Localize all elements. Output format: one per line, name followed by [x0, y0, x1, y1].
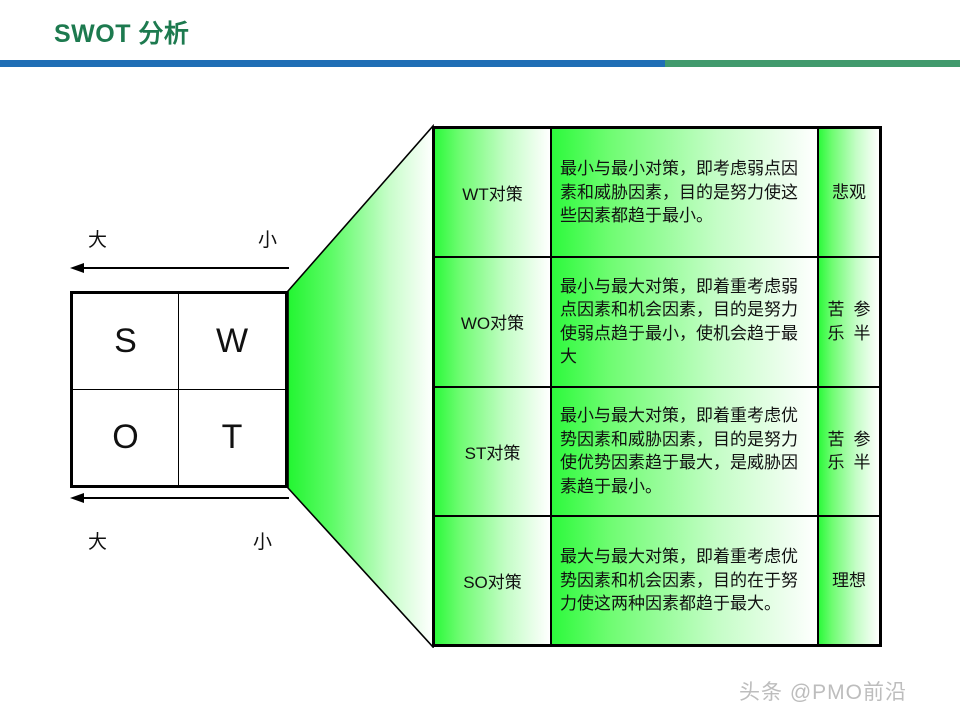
header-rule-green-segment: [665, 60, 960, 67]
strategy-name-so: SO对策: [435, 516, 552, 644]
strategy-name-st: ST对策: [435, 387, 552, 515]
strategy-name-wo: WO对策: [435, 258, 552, 386]
swot-cell-strengths: S: [73, 294, 179, 390]
strategy-verdict-so: 理想: [819, 516, 879, 644]
axis-arrow-bottom: [70, 492, 290, 504]
strategy-verdict-st: 苦乐 参半: [819, 387, 879, 515]
axis-bottom-label-small: 小: [253, 532, 273, 553]
table-row: ST对策 最小与最大对策，即着重考虑优势因素和威胁因素，目的是努力使优势因素趋于…: [435, 387, 879, 517]
axis-arrow-top: [70, 262, 290, 274]
strategy-description-wo: 最小与最大对策，即着重考虑弱点因素和机会因素，目的是努力使弱点趋于最小，使机会趋…: [552, 258, 819, 386]
swot-matrix: S W O T: [70, 291, 288, 488]
verdict-text-line2: 参半: [853, 300, 871, 343]
strategy-description-wt: 最小与最小对策，即考虑弱点因素和威胁因素，目的是努力使这些因素都趋于最小。: [552, 129, 819, 257]
verdict-text: 理想: [832, 570, 866, 590]
swot-cell-threats: T: [221, 417, 243, 456]
strategy-verdict-wt: 悲观: [819, 129, 879, 257]
funnel-connector: [286, 124, 434, 648]
swot-cell-opportunities: O: [73, 389, 179, 485]
axis-bottom-label-large: 大: [88, 532, 108, 553]
strategy-description-st: 最小与最大对策，即着重考虑优势因素和威胁因素，目的是努力使优势因素趋于最大，是威…: [552, 387, 819, 515]
verdict-text-line2: 参半: [853, 429, 871, 473]
table-row: WT对策 最小与最小对策，即考虑弱点因素和威胁因素，目的是努力使这些因素都趋于最…: [435, 129, 879, 259]
table-row: SO对策 最大与最大对策，即着重考虑优势因素和机会因素，目的在于努力使这两种因素…: [435, 516, 879, 644]
verdict-text: 悲观: [832, 182, 866, 202]
page-title: SWOT 分析: [54, 20, 190, 48]
strategy-table: WT对策 最小与最小对策，即考虑弱点因素和威胁因素，目的是努力使这些因素都趋于最…: [432, 126, 882, 647]
watermark: 头条 @PMO前沿: [739, 681, 907, 704]
header-rule-blue-segment: [0, 60, 665, 67]
axis-top-label-large: 大: [88, 230, 108, 251]
verdict-text-line1: 苦乐: [827, 429, 845, 473]
strategy-verdict-wo: 苦乐 参半: [819, 258, 879, 386]
swot-cell-weaknesses: W: [179, 294, 285, 390]
strategy-name-wt: WT对策: [435, 129, 552, 257]
strategy-description-so: 最大与最大对策，即着重考虑优势因素和机会因素，目的在于努力使这两种因素都趋于最大…: [552, 516, 819, 644]
header-divider-rule: [0, 60, 960, 67]
verdict-text-line1: 苦乐: [827, 300, 845, 343]
table-row: WO对策 最小与最大对策，即着重考虑弱点因素和机会因素，目的是努力使弱点趋于最小…: [435, 258, 879, 388]
axis-top-label-small: 小: [258, 230, 278, 251]
